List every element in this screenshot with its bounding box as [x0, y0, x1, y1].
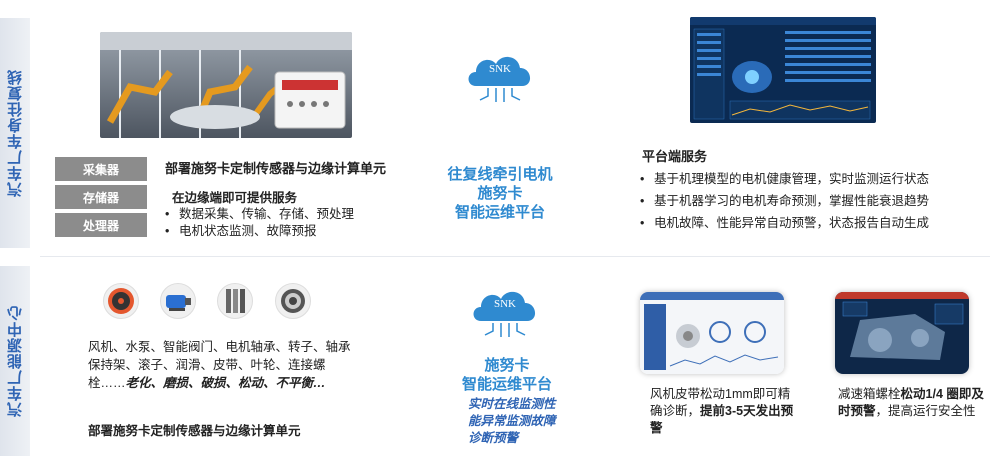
edge-item: 电机状态监测、故障预报 — [165, 223, 354, 240]
cloud-icon: SNK — [467, 283, 543, 343]
bottom-sensor-title: 部署施努卡定制传感器与边缘计算单元 — [88, 424, 301, 438]
service-item: 基于机器学习的电机寿命预测，掌握性能衰退趋势 — [640, 190, 929, 212]
case1-desc: 风机皮带松动1mm即可精确诊断， — [650, 387, 791, 418]
equipment-list: 风机、水泵、智能阀门、电机轴承、转子、轴承保持架、滚子、润滑、皮带、叶轮、连接螺… — [88, 340, 351, 390]
gearbox-monitor-card — [835, 292, 969, 374]
edge-list: 数据采集、传输、存储、预处理 电机状态监测、故障预报 — [165, 206, 354, 240]
factory-robot-photo — [100, 32, 352, 138]
service-item: 基于机理模型的电机健康管理，实时监测运行状态 — [640, 168, 929, 190]
storage-label: 存储器 — [55, 185, 147, 209]
platform-title-line: 施努卡 — [477, 185, 523, 202]
platform-title-line: 智能运维平台 — [454, 204, 545, 221]
edge-item: 数据采集、传输、存储、预处理 — [165, 206, 354, 223]
platform-subtitle: 实时在线监测性 能异常监测故障 诊断预警 — [468, 396, 556, 447]
section-strip-bottom: 汽车厂能源中心 — [0, 266, 30, 456]
case2-desc-end: ，提高运行安全性 — [875, 404, 976, 418]
bearing-icon — [275, 283, 311, 319]
section-divider — [40, 256, 990, 257]
service-list: 基于机理模型的电机健康管理，实时监测运行状态 基于机器学习的电机寿命预测，掌握性… — [640, 168, 929, 234]
valve-icon — [217, 283, 253, 319]
dashboard-screenshot — [690, 17, 876, 123]
bottom-platform-title: 施努卡 智能运维平台 — [432, 356, 582, 394]
platform-sub-line: 能异常监测故障 — [468, 414, 556, 428]
section-strip-top: 汽车厂车身往复线 — [0, 18, 30, 248]
case2-desc: 减速箱螺栓 — [838, 387, 901, 401]
fault-types: 老化、磨损、破损、松动、不平衡… — [125, 376, 326, 390]
top-platform-title: 往复线牵引电机 施努卡 智能运维平台 — [430, 165, 570, 222]
fan-belt-monitor-card — [640, 292, 784, 374]
platform-title-line: 施努卡 — [484, 357, 530, 374]
service-item: 电机故障、性能异常自动预警，状态报告自动生成 — [640, 212, 929, 234]
section-label-top: 汽车厂车身往复线 — [6, 69, 24, 197]
platform-title-line: 往复线牵引电机 — [447, 166, 553, 183]
top-sensor-title: 部署施努卡定制传感器与边缘计算单元 — [165, 161, 387, 176]
processor-label: 处理器 — [55, 213, 147, 237]
cloud-logo-text: SNK — [493, 298, 516, 310]
edge-title: 在边缘端即可提供服务 — [172, 191, 298, 205]
platform-title-line: 智能运维平台 — [461, 376, 552, 393]
collector-label: 采集器 — [55, 157, 147, 181]
case1-highlight: 提前3-5天发出预警 — [650, 404, 794, 435]
pump-icon — [160, 283, 196, 319]
platform-sub-line: 实时在线监测性 — [468, 397, 556, 411]
cloud-logo-text: SNK — [488, 63, 511, 75]
service-title: 平台端服务 — [642, 149, 708, 164]
case2-highlight: 松动1/4 圈即及时预警 — [838, 387, 984, 418]
equipment-text: 风机、水泵、智能阀门、电机轴承、转子、轴承保持架、滚子、润滑、皮带、叶轮、连接螺… — [88, 338, 353, 392]
fan-icon — [103, 283, 139, 319]
case1-text: 风机皮带松动1mm即可精确诊断，提前3-5天发出预警 — [650, 386, 800, 437]
platform-sub-line: 诊断预警 — [468, 431, 519, 445]
case2-text: 减速箱螺栓松动1/4 圈即及时预警，提高运行安全性 — [838, 386, 988, 420]
section-label-bottom: 汽车厂能源中心 — [6, 305, 24, 417]
cloud-icon: SNK — [462, 48, 538, 108]
